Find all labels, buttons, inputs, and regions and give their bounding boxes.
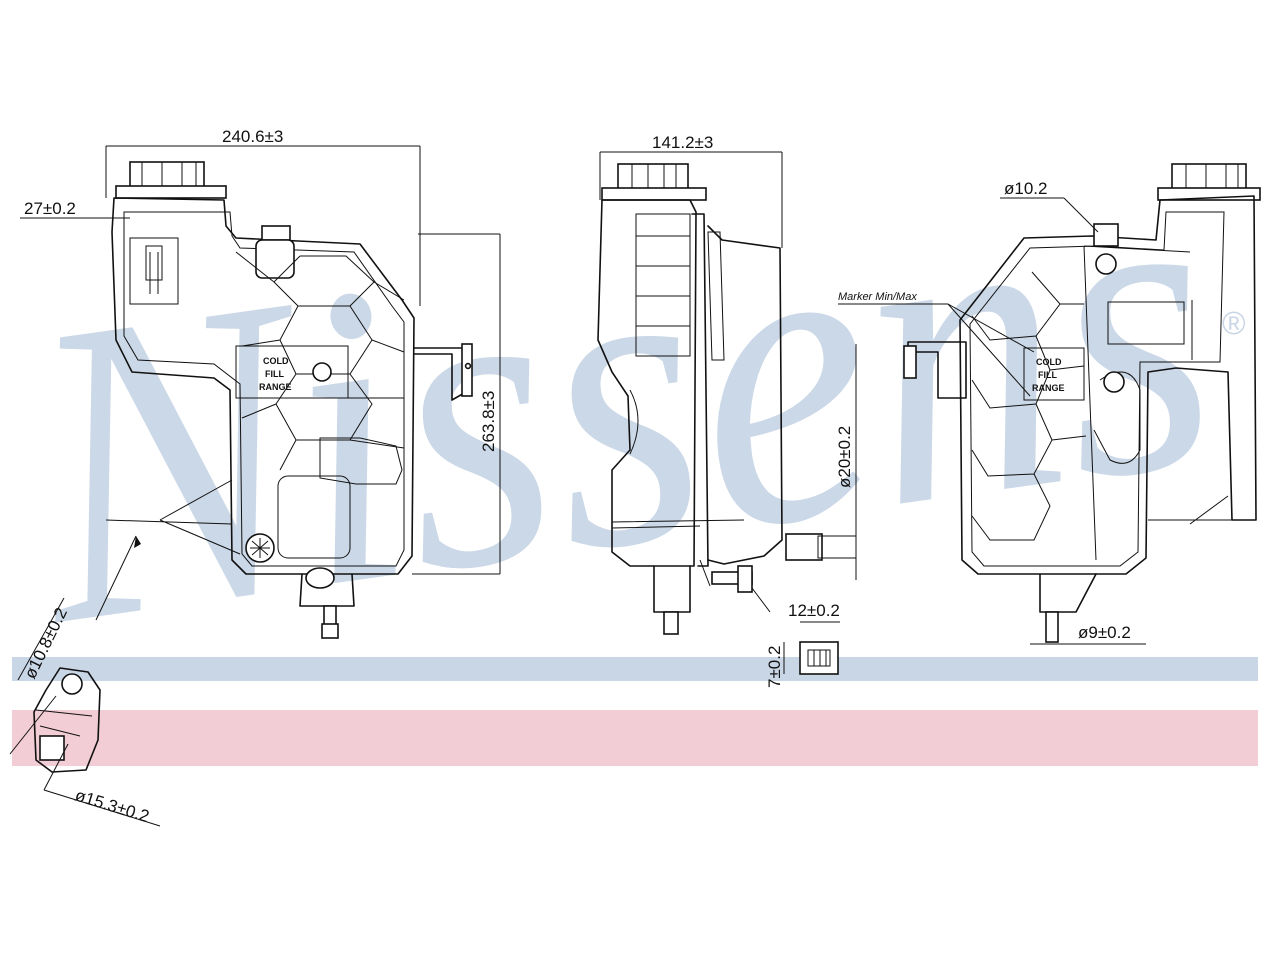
blue-band <box>12 657 1258 681</box>
front-cap-ring <box>115 185 227 199</box>
bracket-hole-small <box>61 673 83 695</box>
dim-connector-width: 12±0.2 <box>788 601 840 620</box>
connector-detail: 12±0.2 7±0.2 <box>765 601 840 688</box>
rear-fill-label-3: RANGE <box>1032 383 1065 393</box>
front-view: COLD FILL RANGE <box>105 161 473 639</box>
bracket-hole-large <box>39 735 65 761</box>
front-fill-label-3: RANGE <box>259 382 292 392</box>
rear-view: COLD FILL RANGE <box>903 163 1261 643</box>
dim-connector-height: 7±0.2 <box>765 646 784 688</box>
connector-plug <box>799 641 839 675</box>
marker-min-max-note: Marker Min/Max <box>838 291 917 303</box>
dim-height-front: 263.8±3 <box>479 391 498 452</box>
dim-outlet-diameter: ø20±0.2 <box>835 426 854 488</box>
side-tank-outline <box>597 199 697 567</box>
dim-width-front: 240.6±3 <box>222 127 283 146</box>
side-view <box>597 163 857 635</box>
rear-dimensions: ø10.2 Marker Min/Max ø9±0.2 <box>838 179 1146 645</box>
side-dimensions: 141.2±3 ø20±0.2 <box>599 133 857 580</box>
pink-band <box>12 710 1258 766</box>
rear-fill-label-2: FILL <box>1038 370 1057 380</box>
front-fill-label-2: FILL <box>265 369 284 379</box>
front-dimensions: 240.6±3 263.8±3 27±0.2 <box>20 127 501 621</box>
dim-cap-offset: 27±0.2 <box>24 199 76 218</box>
front-tank-outline <box>111 197 415 575</box>
dim-pipe-diameter: ø9±0.2 <box>1078 623 1131 642</box>
dim-width-side: 141.2±3 <box>652 133 713 152</box>
rear-fill-label-1: COLD <box>1036 357 1062 367</box>
bracket-outline <box>33 667 101 773</box>
dim-hose-diameter: ø10.2 <box>1004 179 1047 198</box>
registered-mark: ® <box>1222 305 1246 341</box>
dim-bracket-large-hole: ø15.3±0.2 <box>73 786 152 827</box>
front-fill-label-1: COLD <box>263 356 289 366</box>
